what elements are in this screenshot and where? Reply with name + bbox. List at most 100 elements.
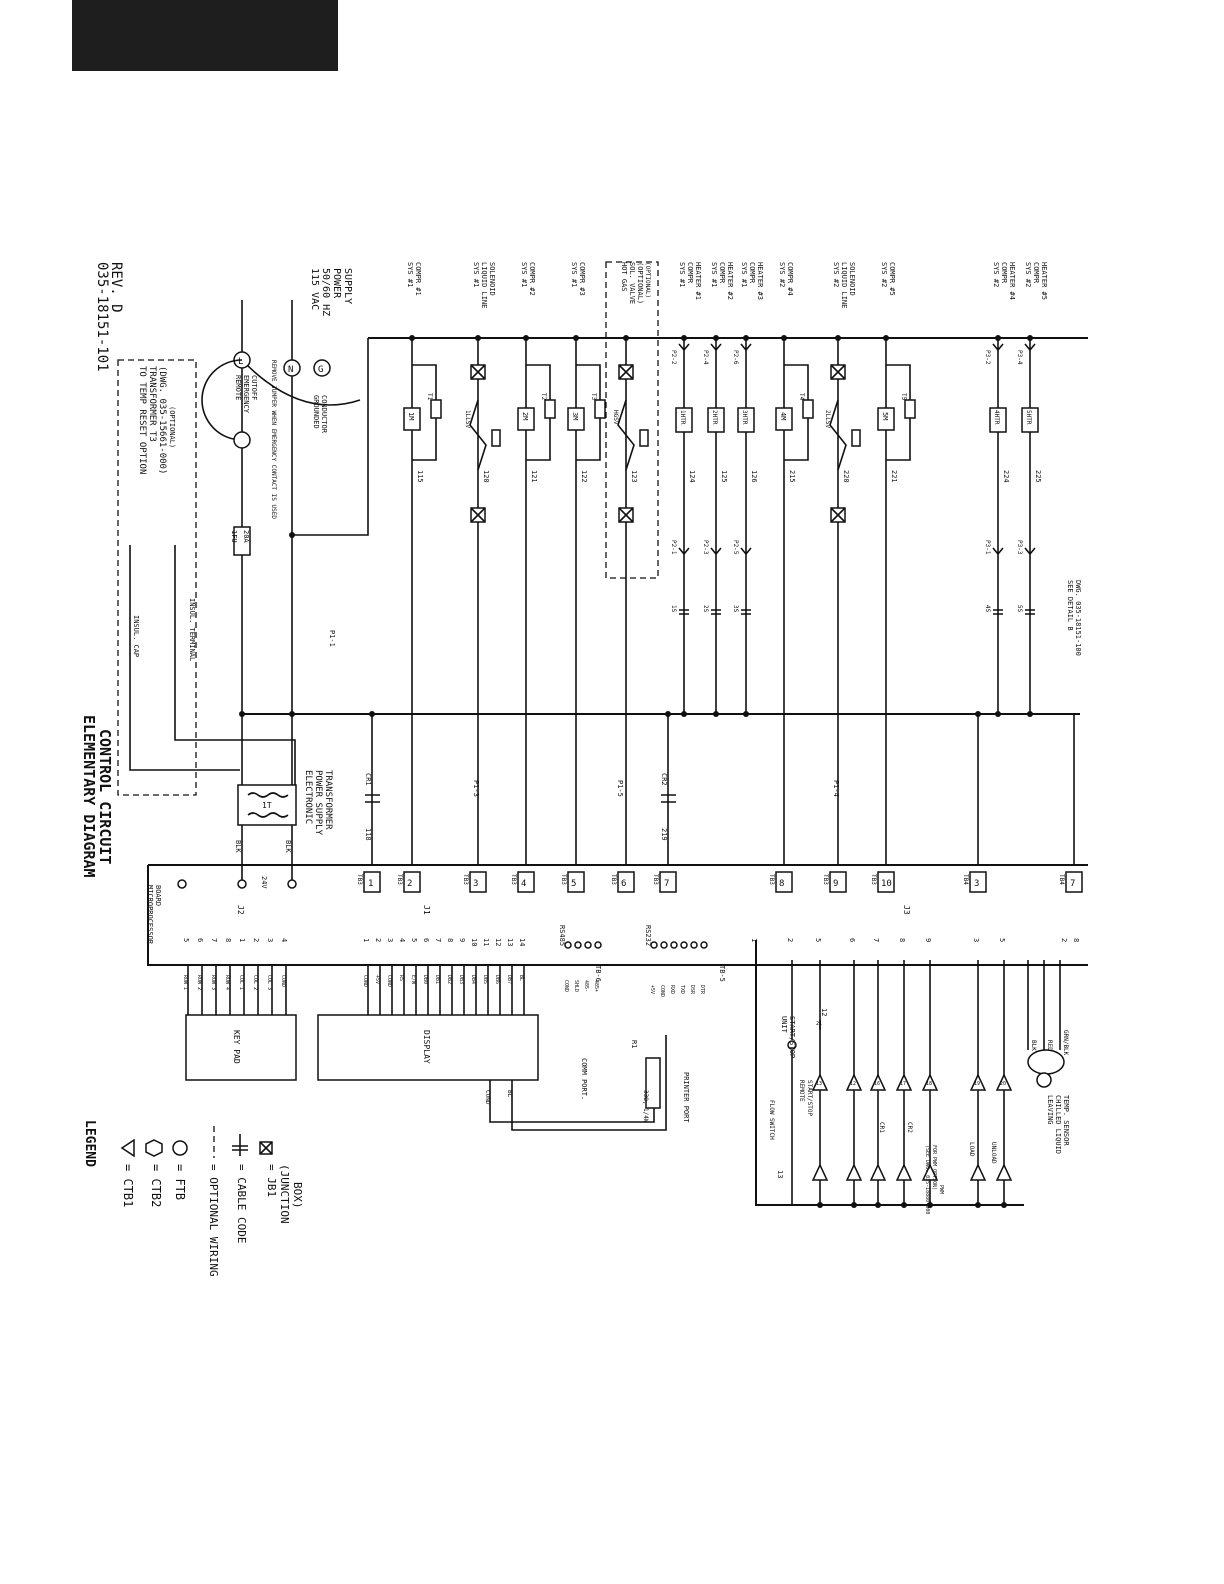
svg-text:CR2: CR2 <box>906 1122 913 1133</box>
svg-text:REV. D: REV. D <box>108 262 124 313</box>
wire-number: 224 <box>1002 470 1010 483</box>
svg-text:= JB1: = JB1 <box>265 1164 278 1197</box>
svg-text:20A: 20A <box>242 530 250 543</box>
fuse-label: 1FU 20A <box>230 530 250 543</box>
wire-number: 122 <box>580 470 588 483</box>
diagram-title: ELEMENTARY DIAGRAM CONTROL CIRCUIT <box>80 715 114 878</box>
temp-reset-label: TO TEMP RESET OPTION TRANSFORMER T3 (DWG… <box>137 366 176 474</box>
ftb-circle-icon <box>172 1140 188 1156</box>
svg-text:POWER: POWER <box>331 268 342 299</box>
signal: DB5 <box>482 975 488 984</box>
svg-text:P2-1: P2-1 <box>670 540 677 555</box>
signal: COND <box>386 975 392 987</box>
svg-text:TB4: TB4 <box>1058 874 1065 885</box>
svg-text:BL: BL <box>518 975 524 981</box>
svg-text:3: 3 <box>386 938 394 942</box>
unit-switch-label: UNIT START/STOP <box>780 1016 796 1058</box>
svg-text:COL 2: COL 2 <box>252 975 258 990</box>
svg-text:4S: 4S <box>984 605 991 613</box>
svg-text:DB7: DB7 <box>506 975 512 984</box>
svg-text:13: 13 <box>816 1081 822 1087</box>
tb-label: TB3 <box>560 874 567 885</box>
svg-text:SUPPLY: SUPPLY <box>342 268 353 304</box>
transformer-label: ELECTRONIC POWER SUPPLY TRANSFORMER <box>303 770 333 836</box>
svg-text:BOARD: BOARD <box>154 885 162 906</box>
svg-text:SYS #1: SYS #1 <box>406 262 414 287</box>
wire-number: 126 <box>750 470 758 483</box>
fuse-1fu <box>233 526 251 556</box>
pin: 3 <box>266 938 274 942</box>
svg-text:19: 19 <box>974 1081 980 1087</box>
svg-text:COND: COND <box>659 985 665 997</box>
svg-text:8: 8 <box>779 879 784 889</box>
plug-label: P2-4 <box>702 350 709 365</box>
svg-text:TB3: TB3 <box>610 874 617 885</box>
svg-text:33Ω, 1/4W: 33Ω, 1/4W <box>642 1090 649 1123</box>
ctb1-triangle-icon <box>120 1138 135 1158</box>
pin: 7 <box>210 938 218 942</box>
svg-text:1M: 1M <box>407 412 415 420</box>
svg-text:LEGEND: LEGEND <box>82 1120 97 1167</box>
svg-text:UNIT: UNIT <box>780 1016 788 1034</box>
svg-text:BL: BL <box>506 1090 513 1098</box>
svg-text:122: 122 <box>580 470 588 483</box>
svg-text:COMM PORT.: COMM PORT. <box>580 1058 588 1100</box>
tb4-3 <box>969 871 987 893</box>
svg-text:+5V: +5V <box>374 975 380 984</box>
thermal: T1 <box>426 393 433 401</box>
svg-text:8: 8 <box>224 938 232 942</box>
svg-text:2: 2 <box>374 938 382 942</box>
svg-text:ROW 1: ROW 1 <box>182 975 188 990</box>
svg-text:TRANSFORMER T3: TRANSFORMER T3 <box>147 366 157 442</box>
signal: DB2 <box>446 975 452 984</box>
svg-text:RS485: RS485 <box>558 925 566 946</box>
svg-text:6: 6 <box>848 938 856 942</box>
svg-text:8: 8 <box>898 938 906 942</box>
svg-text:115: 115 <box>416 470 424 483</box>
svg-text:SYS #1: SYS #1 <box>710 262 718 287</box>
plug-label: P2-6 <box>732 350 739 365</box>
keypad-box <box>185 1014 297 1081</box>
svg-text:UNLOAD: UNLOAD <box>990 1142 997 1164</box>
svg-text:4HTR: 4HTR <box>993 410 1000 425</box>
svg-text:10: 10 <box>470 938 478 946</box>
svg-text:J2: J2 <box>236 905 245 915</box>
tb3-terminal <box>469 871 487 893</box>
ctb1-terminal <box>921 1073 939 1091</box>
svg-text:ROW 4: ROW 4 <box>224 975 230 990</box>
svg-text:8: 8 <box>446 938 454 942</box>
aux-contact: 4S <box>984 605 991 613</box>
svg-text:COND: COND <box>280 975 286 987</box>
tb3-1 <box>363 871 381 893</box>
svg-text:1FU: 1FU <box>230 530 238 543</box>
svg-text:SYS #2: SYS #2 <box>1024 262 1032 287</box>
ctb1-terminal <box>995 1073 1013 1091</box>
svg-text:RS: RS <box>398 975 404 981</box>
svg-text:TB3: TB3 <box>822 874 829 885</box>
svg-text:5: 5 <box>410 938 418 942</box>
svg-text:COMPR #5: COMPR #5 <box>888 262 896 296</box>
device-id: 4HTR <box>993 410 1000 425</box>
svg-text:6: 6 <box>621 879 626 889</box>
pin: 3 <box>386 938 394 942</box>
svg-text:SEE DETAIL B: SEE DETAIL B <box>1066 580 1074 631</box>
svg-text:TO TEMP RESET OPTION: TO TEMP RESET OPTION <box>137 366 147 474</box>
svg-text:BLK: BLK <box>234 840 242 853</box>
svg-text:221: 221 <box>890 470 898 483</box>
pin: 8 <box>898 938 906 942</box>
plug-label: P2-5 <box>732 540 739 555</box>
tb4-7 <box>1065 871 1083 893</box>
svg-text:T4: T4 <box>798 393 805 401</box>
contactor-coil <box>567 407 585 431</box>
svg-text:DTR: DTR <box>699 985 705 995</box>
svg-text:DB3: DB3 <box>458 975 464 984</box>
svg-text:3HTR: 3HTR <box>741 410 748 425</box>
svg-text:REMOTE: REMOTE <box>234 375 242 400</box>
svg-text:5M: 5M <box>881 412 889 420</box>
tb-label: TB3 <box>462 874 469 885</box>
wire-number: 221 <box>890 470 898 483</box>
wire-number: 215 <box>788 470 796 483</box>
pin: 4 <box>280 938 288 942</box>
